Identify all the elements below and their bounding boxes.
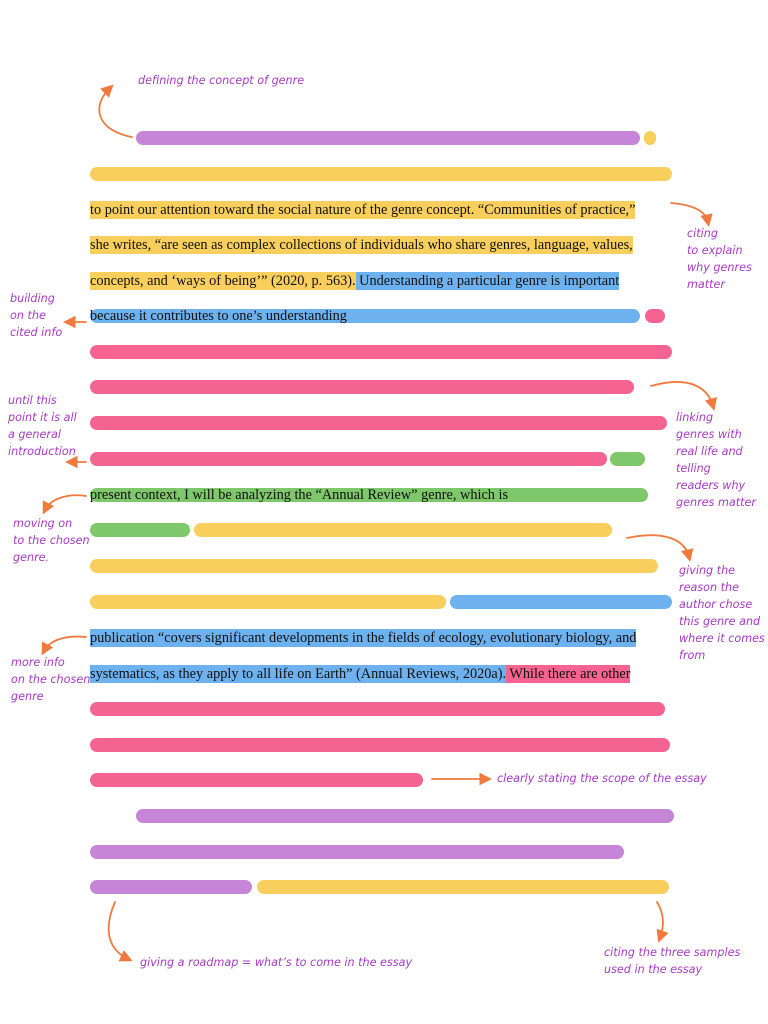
highlighted-text-blue: publication “covers significant developm… (90, 629, 637, 647)
highlight-bar-yellow (644, 131, 656, 145)
annotation-three-samples: citing the three samples used in the ess… (604, 946, 741, 976)
annotation-moving-on: moving on to the chosen genre. (13, 517, 90, 564)
text-line: present context, I will be analyzing the… (90, 485, 508, 505)
highlighted-text-yellow: she writes, “are seen as complex collect… (90, 236, 633, 254)
annotation-building: building on the cited info (10, 292, 63, 339)
annotation-roadmap: giving a roadmap = what’s to come in the… (140, 956, 413, 969)
highlight-bar-pink (90, 345, 672, 359)
text-line: to point our attention toward the social… (90, 200, 636, 220)
highlight-bar-pink (90, 702, 665, 716)
arrow-icon (656, 901, 669, 943)
highlight-bar-purple (136, 809, 674, 823)
text-line: publication “covers significant developm… (90, 628, 637, 648)
text-line: because it contributes to one’s understa… (90, 306, 347, 326)
highlight-bar-yellow (90, 167, 672, 181)
text-line: concepts, and ‘ways of being’” (2020, p.… (90, 271, 620, 291)
highlight-bar-pink (90, 452, 607, 466)
annotation-linking: linking genres with real life and tellin… (676, 411, 756, 509)
highlight-bar-yellow (90, 559, 658, 573)
highlight-bar-pink (90, 380, 634, 394)
highlighted-text-pink: While there are other (506, 665, 631, 683)
highlight-bar-purple (90, 845, 624, 859)
annotation-citing: citing to explain why genres matter (687, 227, 752, 291)
annotation-reason: giving the reason the author chose this … (679, 564, 765, 662)
highlight-bar-yellow (257, 880, 669, 894)
highlight-bar-purple (90, 880, 252, 894)
arrow-icon (42, 494, 87, 515)
arrow-icon (41, 635, 87, 656)
highlight-bar-green (90, 523, 190, 537)
highlighted-text-green: present context, I will be analyzing the… (90, 487, 509, 503)
highlight-bar-blue (90, 309, 640, 323)
highlight-bar-green (610, 452, 645, 466)
annotation-more-info: more info on the chosen genre (11, 656, 91, 703)
highlight-bar-purple (136, 131, 640, 145)
highlight-bar-blue (450, 595, 672, 609)
highlighted-text-blue: because it contributes to one’s understa… (90, 308, 347, 324)
arrow-icon (650, 381, 718, 411)
arrow-icon (107, 901, 133, 962)
highlighted-text-blue: Understanding a particular genre is impo… (355, 272, 620, 290)
highlighted-text-yellow: concepts, and ‘ways of being’” (2020, p.… (90, 272, 356, 290)
highlight-bar-pink (90, 416, 667, 430)
arrow-icon (98, 84, 133, 138)
highlight-bar-pink (645, 309, 665, 323)
highlight-bar-yellow (90, 595, 446, 609)
arrow-icon (670, 202, 713, 227)
annotation-general-intro: until this point it is all a general int… (8, 394, 77, 458)
highlighted-text-yellow: to point our attention toward the social… (90, 201, 636, 219)
annotation-defining-genre: defining the concept of genre (138, 74, 305, 87)
highlight-bar-pink (90, 773, 423, 787)
arrow-icon (626, 534, 694, 562)
text-line: systematics, as they apply to all life o… (90, 664, 631, 684)
text-line: she writes, “are seen as complex collect… (90, 235, 633, 255)
highlight-bar-green (90, 488, 648, 502)
highlight-bar-pink (90, 738, 670, 752)
annotation-scope: clearly stating the scope of the essay (497, 772, 707, 785)
highlighted-text-blue: systematics, as they apply to all life o… (90, 665, 507, 683)
highlight-bar-yellow (194, 523, 612, 537)
